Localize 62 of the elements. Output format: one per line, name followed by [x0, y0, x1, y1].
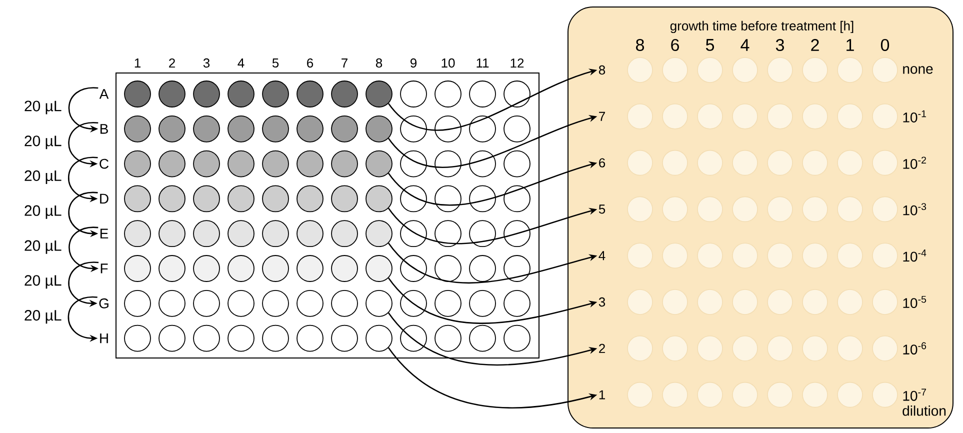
microplate [116, 72, 540, 358]
dilution-label: 10$^{-1}$ [903, 110, 926, 122]
row-label: 5 [598, 204, 606, 214]
column-number: 5 [272, 58, 279, 68]
row-label: B [100, 124, 108, 134]
edge-label: 20 µL [24, 100, 62, 114]
column-number: 10 [442, 58, 455, 68]
column-number: 2 [169, 58, 175, 68]
well [366, 150, 392, 178]
well [366, 185, 392, 212]
well [366, 80, 392, 108]
row-label: 1 [599, 390, 605, 400]
column-number: 8 [636, 38, 644, 52]
row-label: D [100, 194, 108, 204]
dilution-label: 10$^{-5}$ [903, 296, 926, 308]
column-number: 3 [203, 58, 210, 68]
column-number: 1 [134, 58, 140, 68]
well [366, 255, 392, 282]
well [366, 290, 392, 317]
row-label: G [99, 298, 108, 308]
row-label: 2 [599, 344, 605, 353]
column-number: 11 [476, 58, 489, 68]
column-number: 4 [238, 58, 244, 68]
column-number: 1 [846, 39, 854, 51]
column-number: 3 [776, 38, 784, 52]
row-label: E [100, 228, 108, 238]
edge-label: 20 µL [24, 170, 62, 184]
row-label: 7 [599, 112, 605, 121]
row-label: 4 [598, 251, 606, 260]
edge-label: 20 µL [24, 275, 62, 289]
dilution-label: 10$^{-7}$ [903, 388, 926, 401]
dilution-label: 10$^{-3}$ [903, 203, 926, 216]
edge-label: 20 µL [24, 136, 62, 150]
dilution-label: none [903, 66, 933, 74]
column-number: 5 [706, 39, 714, 51]
column-number: 12 [510, 58, 524, 68]
row-label: 8 [598, 65, 606, 75]
row-label: 6 [599, 158, 606, 168]
column-number: 4 [740, 39, 750, 51]
dilution-label: 10$^{-6}$ [903, 342, 926, 354]
edge-label: 20 µL [24, 240, 62, 254]
row-label: F [100, 264, 108, 274]
well [366, 324, 392, 352]
axis-title: dilution [902, 406, 946, 416]
column-number: 6 [671, 38, 679, 52]
axis-title: growth time before treatment [h] [670, 20, 854, 34]
row-label: C [100, 158, 109, 169]
edge-label: 20 µL [24, 310, 62, 324]
dilution-label: 10$^{-4}$ [903, 250, 926, 262]
dilution-label: 10$^{-2}$ [903, 156, 926, 169]
column-number: 0 [880, 38, 890, 52]
row-label: H [100, 333, 108, 344]
column-number: 7 [342, 58, 348, 68]
column-number: 2 [811, 39, 819, 51]
well [366, 115, 392, 142]
edge-label: 20 µL [24, 205, 62, 219]
column-number: 8 [376, 58, 382, 68]
column-number: 9 [410, 58, 416, 68]
column-number: 6 [307, 58, 314, 68]
well [366, 220, 392, 248]
row-label: A [99, 89, 109, 99]
row-label: 3 [598, 297, 606, 307]
